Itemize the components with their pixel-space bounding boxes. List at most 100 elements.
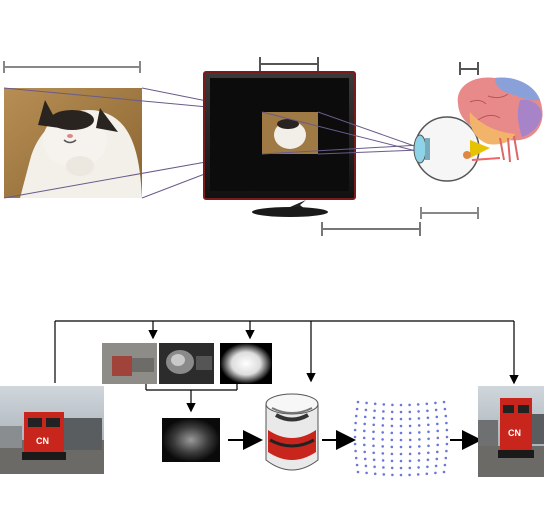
grid-dot	[391, 473, 394, 477]
grid-dot	[364, 464, 368, 468]
grid-dot	[444, 414, 448, 418]
grid-dot	[390, 438, 394, 442]
grid-dot	[434, 471, 437, 475]
grid-dot	[442, 470, 446, 474]
grid-dot	[390, 410, 394, 414]
grid-dot	[390, 445, 394, 449]
grid-dot	[416, 403, 420, 406]
grid-dot	[417, 452, 421, 455]
grid-dot	[427, 430, 430, 434]
grid-dot	[434, 464, 438, 468]
grid-dot	[363, 443, 366, 447]
grid-dot	[390, 452, 394, 456]
grid-dot	[381, 431, 385, 434]
grid-dot	[399, 431, 403, 435]
scale-bar-viewing-distance	[321, 222, 421, 236]
grid-dot	[408, 466, 412, 470]
grid-dot	[417, 459, 421, 462]
grid-dot	[426, 465, 429, 469]
grid-dot	[399, 452, 403, 456]
grid-dot	[363, 422, 367, 426]
grid-dot	[372, 444, 375, 448]
grid-dot	[355, 407, 359, 411]
grid-dot	[373, 402, 377, 406]
grid-dot	[425, 472, 429, 476]
grid-dot	[390, 417, 394, 421]
grid-dot	[417, 410, 420, 413]
grid-dot	[408, 403, 411, 407]
cylinder-warp-icon	[265, 393, 319, 471]
grid-dot	[354, 414, 358, 418]
grid-dot	[381, 459, 385, 462]
grid-dot	[417, 466, 420, 469]
grid-dot	[399, 473, 403, 477]
feature-map-color	[102, 343, 157, 384]
scale-bar-monitor	[259, 57, 319, 71]
grid-dot	[399, 410, 403, 414]
flow-lines	[54, 320, 519, 413]
grid-dot	[354, 449, 357, 453]
grid-dot	[381, 417, 385, 420]
grid-dot	[356, 400, 360, 404]
grid-dot	[353, 435, 357, 439]
eye-icon	[413, 116, 490, 182]
grid-dot	[436, 436, 440, 440]
feature-map-intensity	[159, 343, 214, 384]
grid-dot	[427, 444, 430, 448]
grid-dot	[353, 442, 357, 446]
grid-dot	[408, 445, 412, 449]
grid-dot	[445, 442, 449, 446]
grid-dot	[390, 424, 394, 428]
grid-dot	[353, 428, 357, 432]
grid-dot	[408, 438, 412, 442]
grid-dot	[364, 408, 368, 412]
grid-dot	[445, 421, 448, 425]
grid-dot	[445, 435, 449, 439]
grid-dot	[418, 431, 421, 434]
brain-icon	[457, 77, 543, 163]
grid-dot	[408, 417, 412, 421]
grid-dot	[399, 417, 403, 421]
output-train-photo: CN	[478, 386, 544, 477]
grid-dot	[408, 431, 412, 435]
grid-dot	[363, 429, 366, 433]
grid-dot	[382, 410, 385, 413]
grid-dot	[435, 415, 439, 419]
grid-dot	[417, 417, 421, 420]
scale-bar-brain	[459, 62, 479, 75]
grid-dot	[381, 445, 385, 448]
grid-dot	[408, 473, 411, 477]
grid-dot	[372, 423, 376, 427]
grid-dot	[418, 445, 421, 448]
grid-dot	[443, 407, 447, 411]
grid-dot	[399, 459, 403, 463]
grid-dot	[418, 438, 421, 441]
grid-dot	[417, 424, 421, 427]
svg-text:CN: CN	[508, 428, 521, 438]
grid-dot	[363, 450, 367, 454]
grid-dot	[426, 416, 430, 420]
grid-dot	[391, 403, 394, 407]
grid-dot	[436, 450, 439, 454]
feature-map-center	[220, 343, 272, 384]
grid-dot	[372, 458, 376, 462]
grid-dot	[362, 436, 366, 440]
grid-dot	[356, 470, 360, 474]
svg-text:CN: CN	[36, 436, 49, 446]
cat-photo	[4, 88, 142, 198]
grid-dot	[363, 415, 367, 419]
grid-dot	[390, 459, 394, 463]
scale-bar-eye	[420, 207, 479, 219]
grid-dot	[372, 451, 376, 455]
grid-dot	[381, 424, 385, 427]
grid-dot	[434, 408, 438, 412]
input-train-photo: CN	[0, 386, 104, 474]
grid-dot	[408, 459, 412, 463]
grid-dot	[381, 438, 384, 441]
grid-dot	[363, 457, 367, 461]
monitor-icon	[203, 71, 356, 217]
grid-dot	[373, 409, 376, 413]
grid-dot	[355, 463, 359, 467]
